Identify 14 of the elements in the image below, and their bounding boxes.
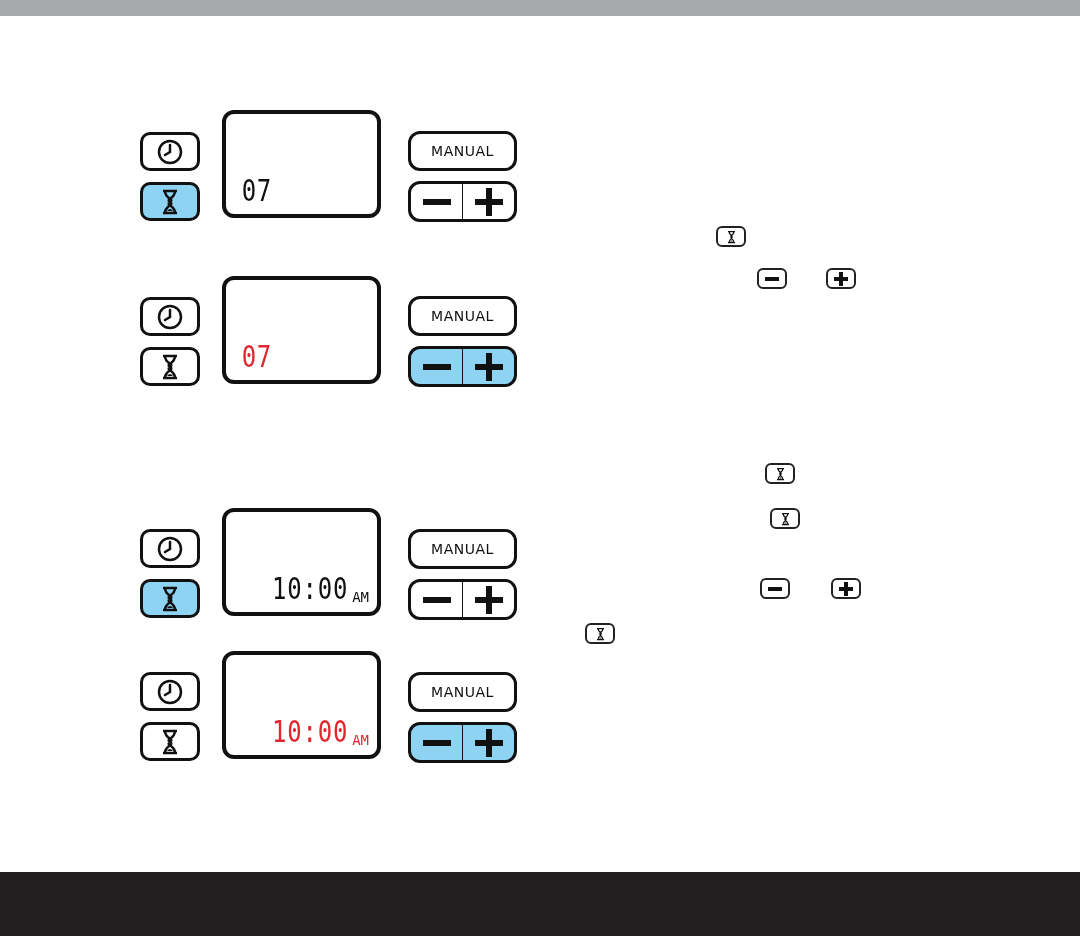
lcd-display xyxy=(222,651,381,759)
lcd-display xyxy=(222,508,381,616)
lcd-display xyxy=(222,276,381,384)
manual-button: MANUAL xyxy=(408,672,517,712)
display-digits: 10:00 xyxy=(271,717,349,747)
display-digits: 07 xyxy=(241,176,273,206)
display-suffix: AM xyxy=(352,733,369,747)
manual-button: MANUAL xyxy=(408,296,517,336)
display-digits: 07 xyxy=(241,342,273,372)
lcd-display xyxy=(222,110,381,218)
manual-button: MANUAL xyxy=(408,529,517,569)
display-suffix: AM xyxy=(352,590,369,604)
manual-button: MANUAL xyxy=(408,131,517,171)
display-digits: 10:00 xyxy=(271,574,349,604)
